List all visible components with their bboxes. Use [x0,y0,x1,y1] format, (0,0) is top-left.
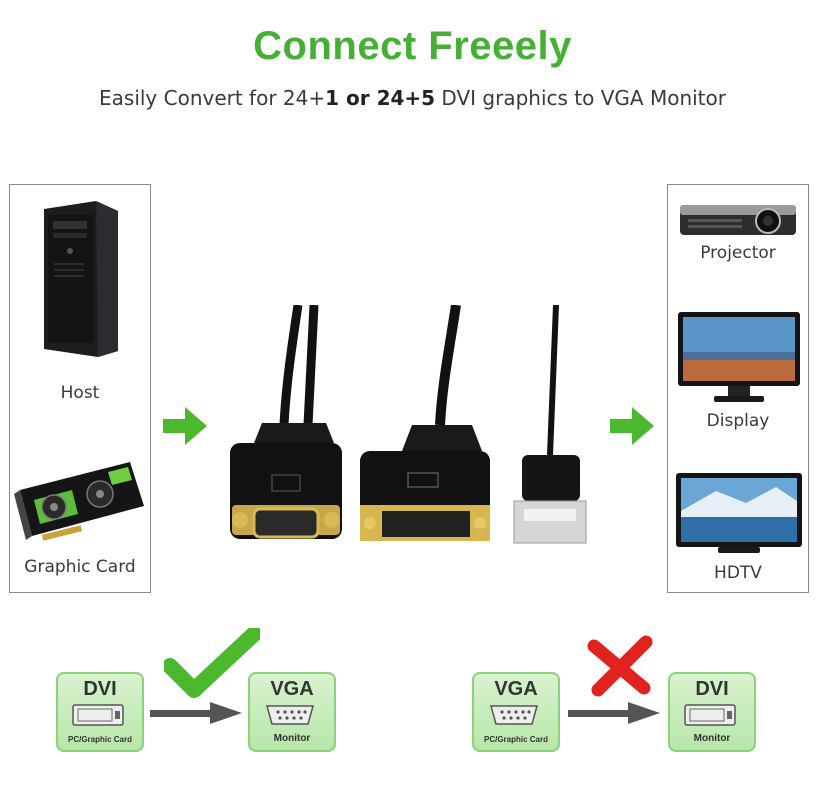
badge-subtitle: Monitor [273,733,311,744]
dvi-source-badge: DVI PC/Graphic Card [56,672,144,752]
graphic-card-icon [14,462,144,541]
vga-port-icon [266,705,314,725]
display-monitor-icon [678,312,800,402]
badge-subtitle: PC/Graphic Card [483,735,548,744]
green-arrow-right-icon-2 [610,407,654,445]
dvi-vga-usb-cable-illustration [230,305,587,544]
target-devices-panel: Projector Display HDTV [667,184,809,593]
display-label: Display [706,411,770,431]
subtitle-prefix: Easily Convert for 24+ [99,86,326,110]
dvi-port-icon [684,704,736,726]
page-subtitle: Easily Convert for 24+1 or 24+5 DVI grap… [0,86,825,110]
subtitle-suffix: DVI graphics to VGA Monitor [435,86,726,110]
subtitle-bold: 1 or 24+5 [325,86,436,110]
projector-icon [680,205,796,235]
projector-label: Projector [700,243,776,263]
badge-subtitle: PC/Graphic Card [67,735,132,744]
source-devices-panel: Host Graphic Card [9,184,151,593]
vga-port-icon [490,705,538,725]
vga-source-badge: VGA PC/Graphic Card [472,672,560,752]
gray-arrow-right-icon-2 [568,702,660,724]
badge-title: VGA [494,678,538,700]
green-checkmark-icon [164,628,260,698]
badge-title: VGA [270,678,314,700]
gray-arrow-right-icon [150,702,242,724]
host-pc-icon [44,201,118,357]
badge-title: DVI [83,678,117,700]
graphic-card-label: Graphic Card [24,557,136,577]
vga-target-badge: VGA Monitor [248,672,336,752]
red-cross-icon [587,635,653,697]
badge-title: DVI [695,678,729,700]
dvi-target-badge: DVI Monitor [668,672,756,752]
badge-subtitle: Monitor [693,733,731,744]
dvi-port-icon [72,704,124,726]
host-label: Host [60,383,100,403]
hdtv-icon [676,473,802,553]
page-title: Connect Freeely [253,24,572,68]
hdtv-label: HDTV [714,563,762,583]
green-arrow-right-icon [163,407,207,445]
